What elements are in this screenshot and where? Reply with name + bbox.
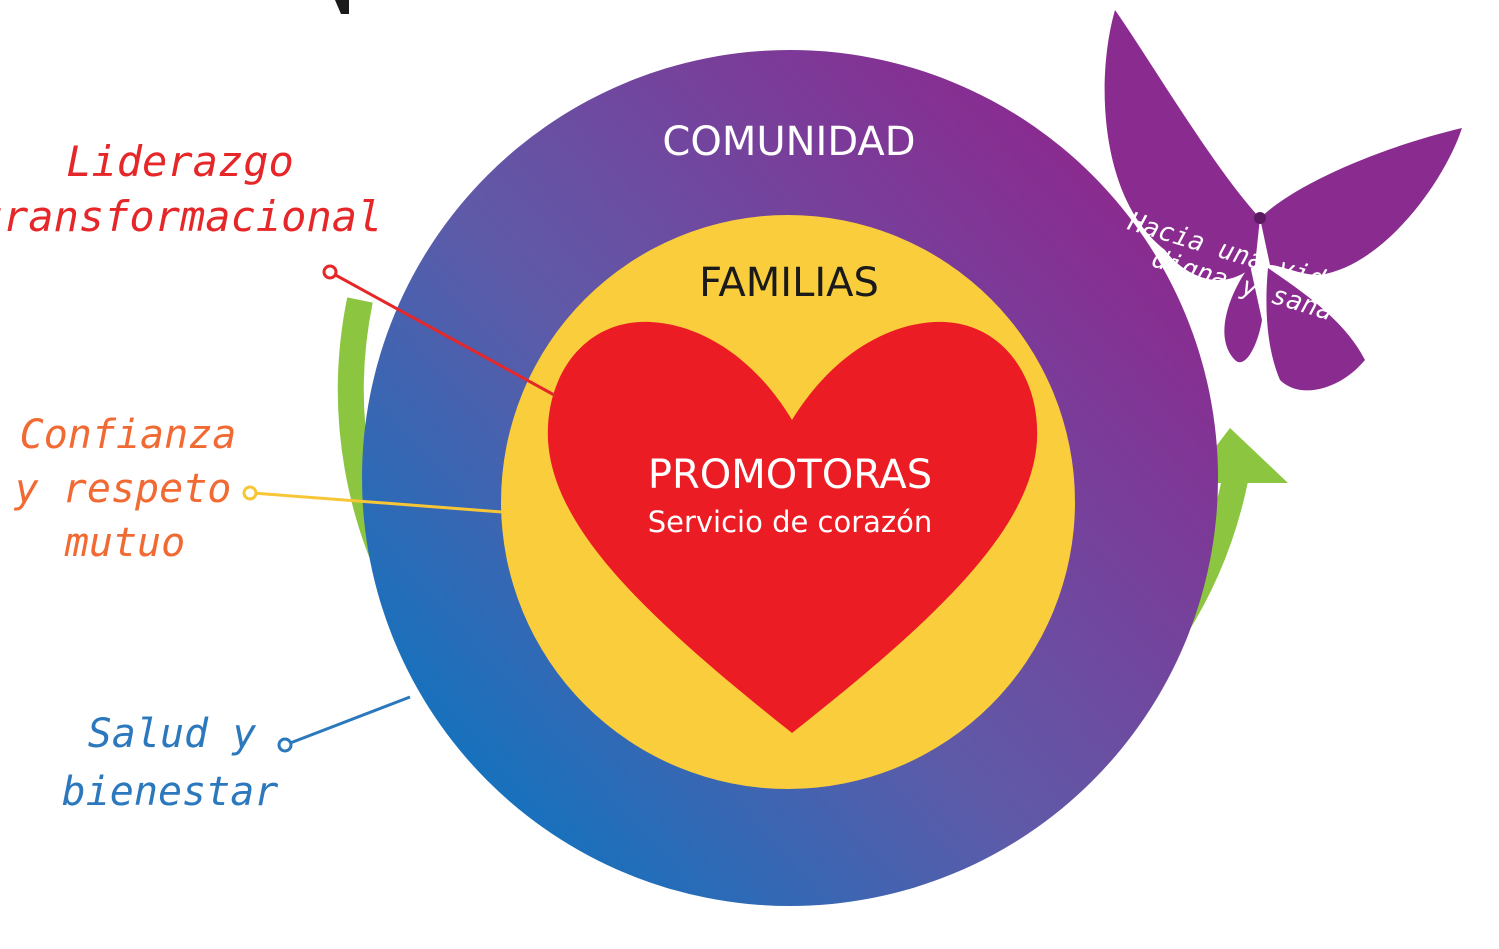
promotoras-label: PROMOTORAS [648,452,932,498]
leadership-dot [322,264,338,280]
health-line1: Salud y [88,711,257,757]
health-connector [284,695,411,747]
trust-line1: Confianza [20,412,237,458]
top-edge-fragment [335,0,349,14]
leadership-connector [329,270,557,398]
servicio-label: Servicio de corazón [648,505,933,539]
trust-dot [242,485,258,501]
heart-icon [547,321,1038,733]
leadership-line2: transformacional [0,192,382,241]
butterfly-icon [1104,10,1462,391]
trust-line2: y respeto [14,466,232,512]
comunidad-label: COMUNIDAD [662,119,915,165]
health-dot [277,737,293,753]
trust-connector [251,491,503,514]
leadership-line1: Liderazgo [66,137,294,186]
trust-line3: mutuo [64,520,185,566]
health-line2: bienestar [62,769,279,815]
familias-label: FAMILIAS [699,260,879,306]
